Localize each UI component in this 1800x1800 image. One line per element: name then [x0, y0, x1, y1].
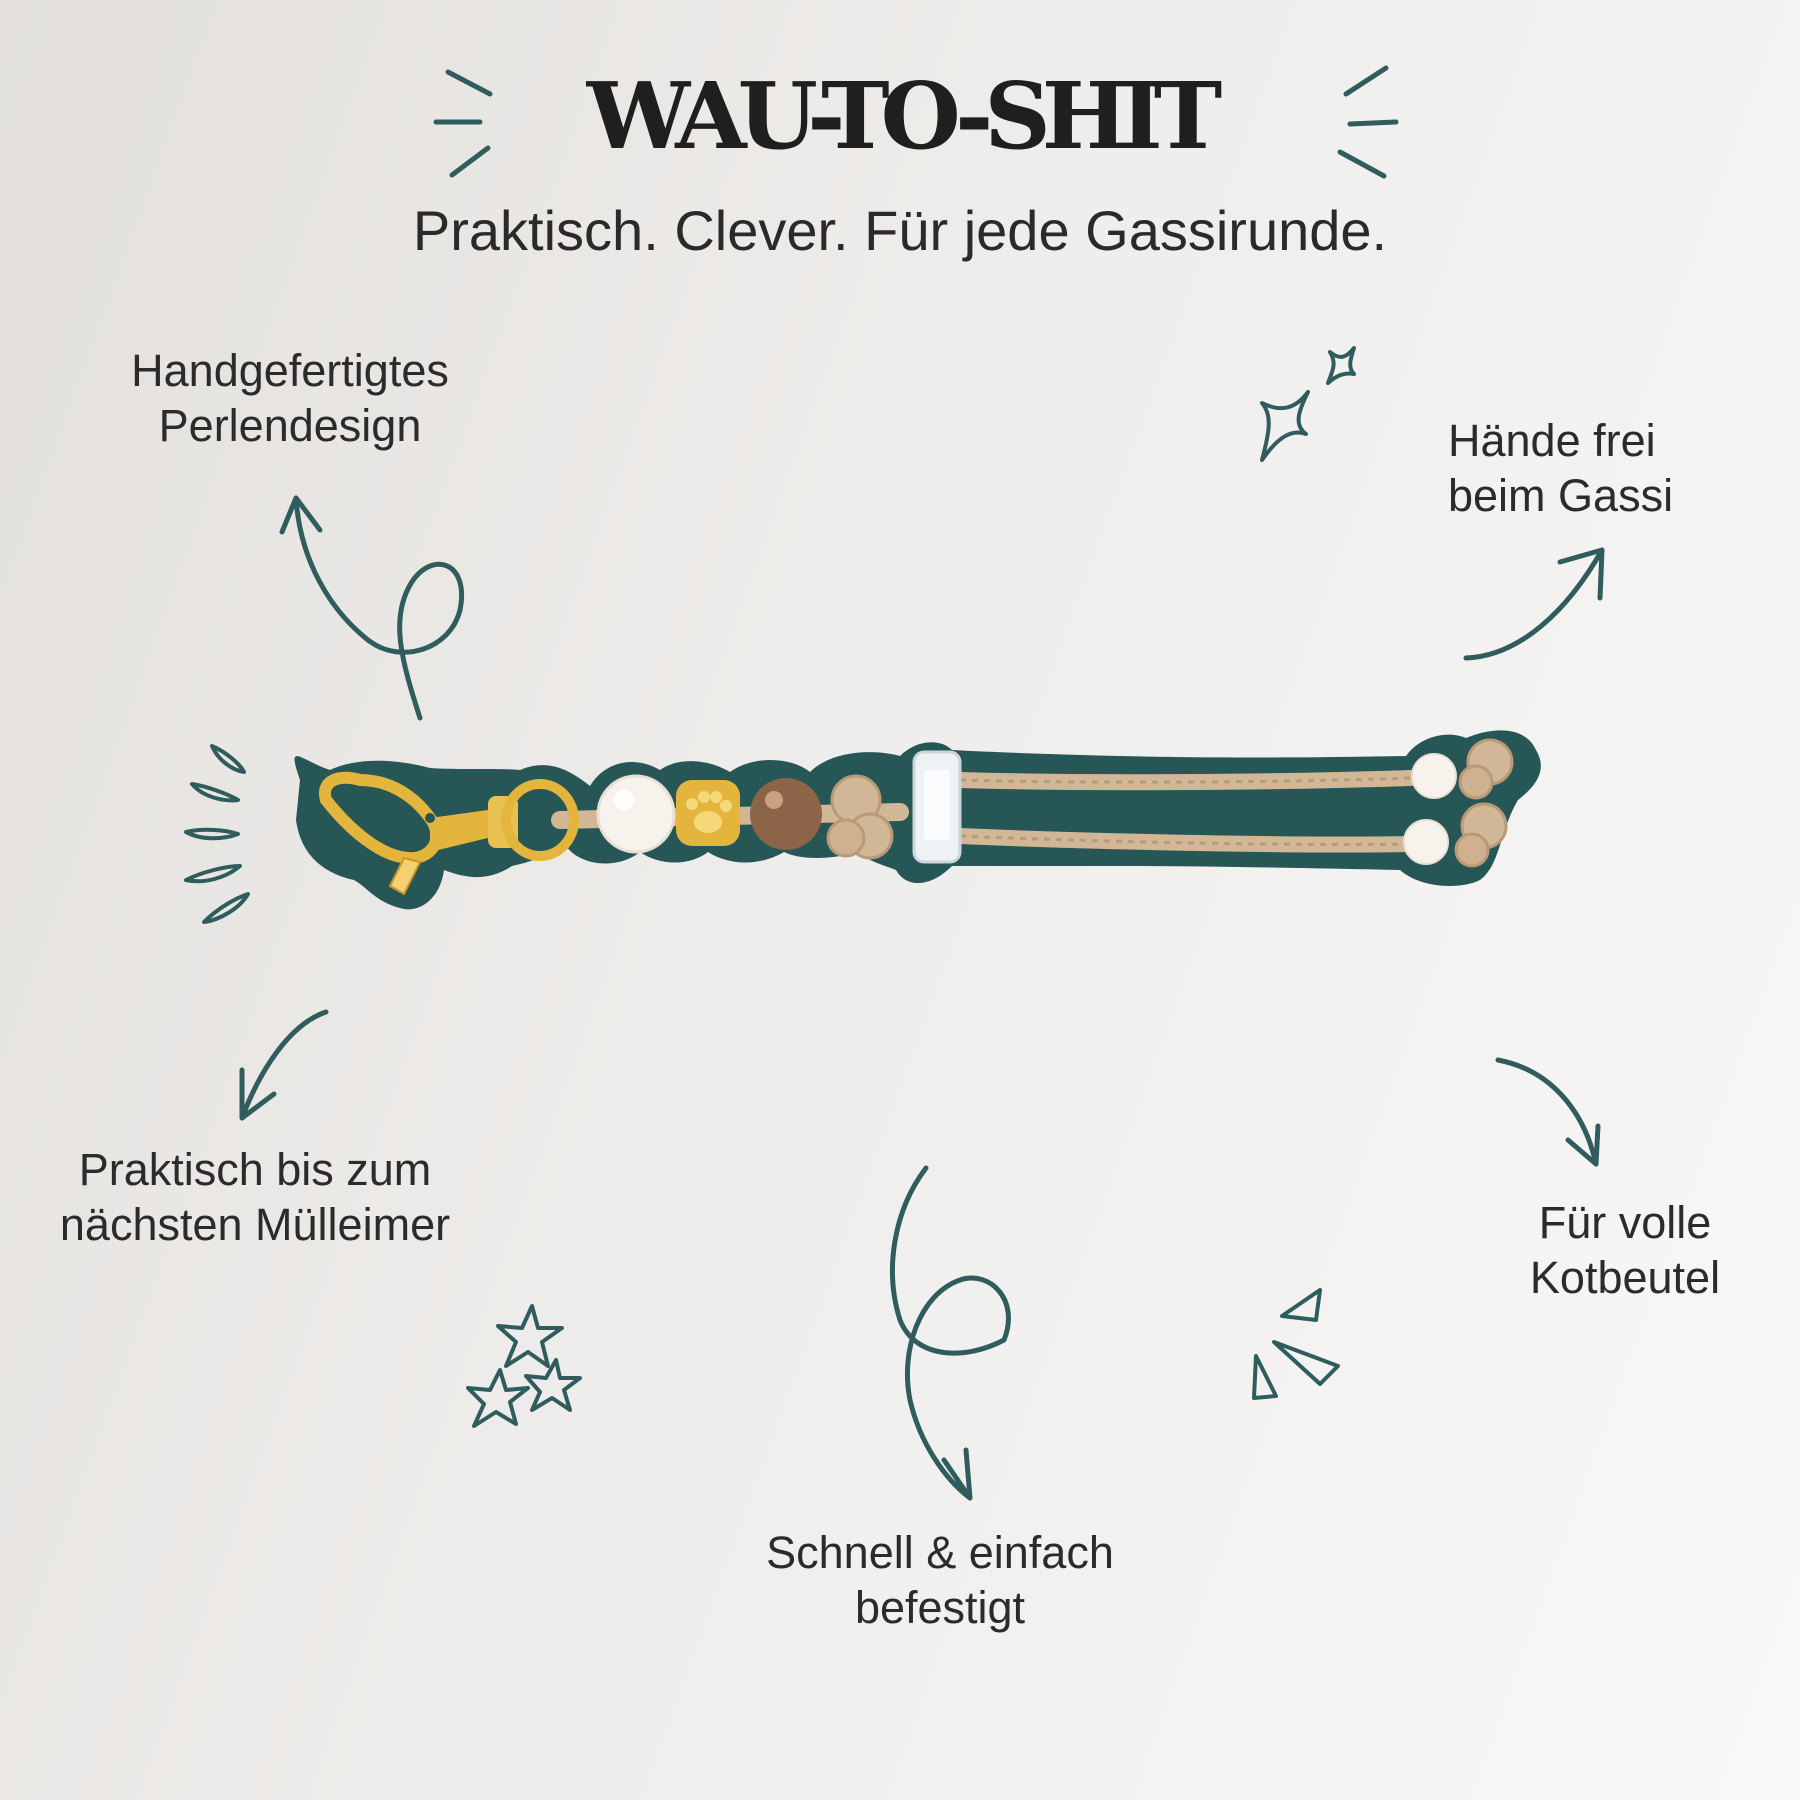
bronze-bead	[750, 778, 822, 850]
pearl-bead	[1403, 819, 1449, 865]
arrow-icon	[239, 1009, 329, 1121]
arrow-icon	[1463, 547, 1605, 661]
burst-lines-icon	[184, 744, 250, 924]
arrow-icon	[889, 1165, 1011, 1501]
feature-handmade-label: Handgefertigtes Perlendesign	[131, 345, 449, 451]
arrow-icon	[279, 495, 464, 721]
feature-fast-label: Schnell & einfach befestigt	[766, 1527, 1114, 1633]
pearl-bead	[1411, 753, 1457, 799]
burst-lines-icon	[1252, 1288, 1340, 1400]
keychain-product	[294, 730, 1541, 910]
arrow-icon	[1495, 1057, 1601, 1167]
sparkle-icon	[1260, 346, 1356, 462]
paw-icon	[686, 791, 732, 833]
cord-knot	[826, 774, 894, 860]
page-title: WAU-TO-SHIT	[586, 62, 1222, 170]
cord-knot	[1454, 738, 1514, 868]
feature-full-bags-label: Für volle Kotbeutel	[1529, 1197, 1721, 1303]
star-icon	[466, 1304, 582, 1428]
snap-hook	[318, 771, 579, 896]
burst-lines-icon	[433, 65, 1399, 179]
feature-practical-label: Praktisch bis zum nächsten Mülleimer	[59, 1144, 451, 1250]
feature-hands-free-label: Hände frei beim Gassi	[1448, 415, 1674, 521]
pearl-bead	[596, 774, 676, 854]
page-subtitle: Praktisch. Clever. Für jede Gassirunde.	[412, 199, 1388, 262]
